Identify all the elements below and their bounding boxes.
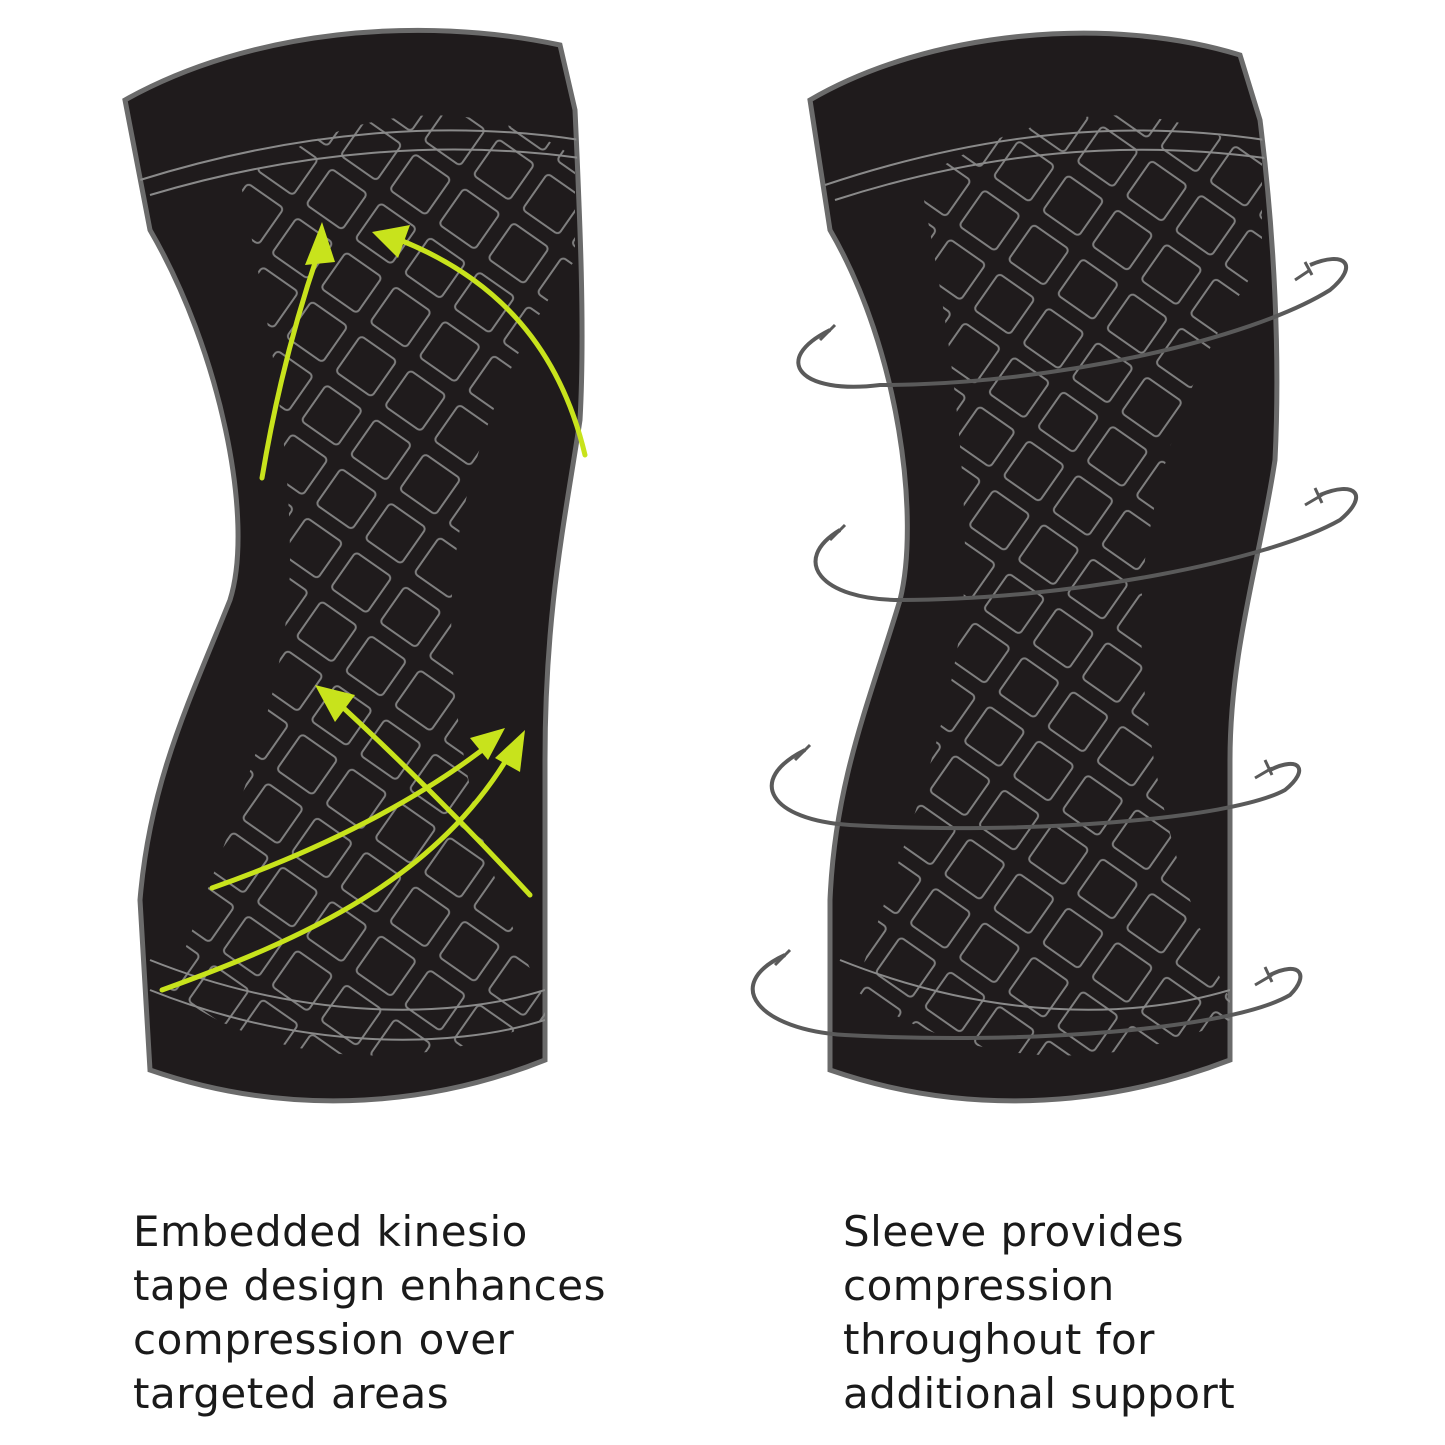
arrowhead-icons — [305, 222, 525, 772]
compression-rings — [750, 257, 1358, 1041]
ring-3 — [769, 748, 1302, 831]
arrow-up-left — [259, 245, 323, 481]
knee-sleeve-left — [122, 27, 585, 1104]
ring-1 — [796, 257, 1348, 389]
caption-line: targeted areas — [133, 1369, 450, 1418]
arrow-arc-top — [397, 237, 588, 458]
kinesio-arrows — [159, 237, 588, 993]
arrow-lower-2 — [159, 742, 518, 993]
arrow-lower-1 — [209, 737, 498, 891]
ring-2 — [813, 487, 1358, 603]
caption-line: Sleeve provides — [843, 1207, 1185, 1256]
caption-kinesio: Embedded kinesio tape design enhances co… — [133, 1205, 606, 1421]
caption-line: compression — [843, 1261, 1115, 1310]
caption-line: additional support — [843, 1369, 1236, 1418]
rotation-tick-icons — [773, 261, 1324, 987]
ring-4 — [750, 953, 1303, 1041]
knee-sleeve-right — [807, 30, 1280, 1104]
caption-line: tape design enhances — [133, 1261, 606, 1310]
arrow-diagonal-lower — [332, 697, 533, 898]
caption-line: compression over — [133, 1315, 515, 1364]
caption-line: Embedded kinesio — [133, 1207, 528, 1256]
product-illustration — [122, 27, 1358, 1104]
caption-line: throughout for — [843, 1315, 1155, 1364]
caption-compression: Sleeve provides compression throughout f… — [843, 1205, 1235, 1421]
